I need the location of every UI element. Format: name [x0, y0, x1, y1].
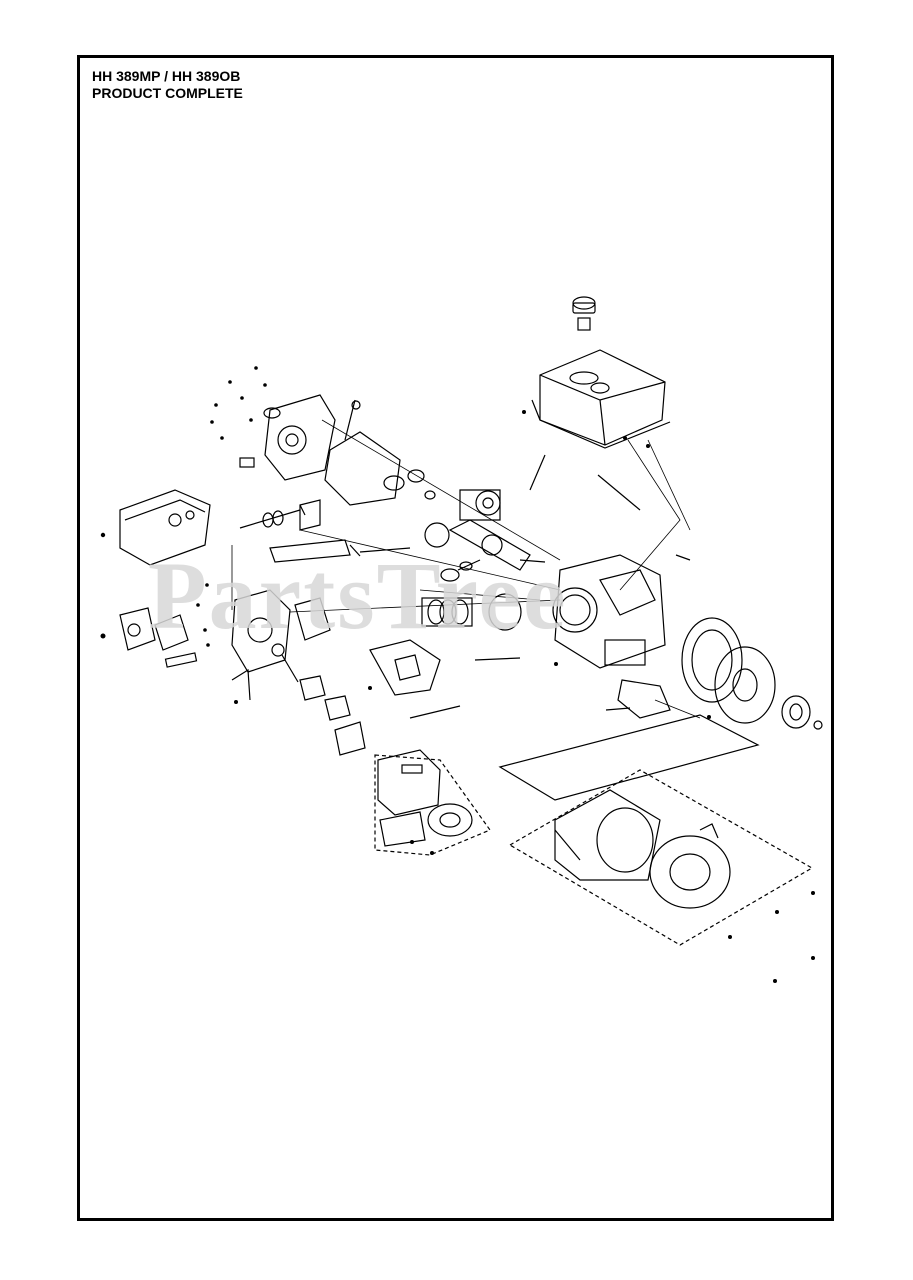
bolts	[100, 366, 815, 983]
cylinder-head	[231, 589, 291, 673]
fan-housing	[554, 789, 661, 881]
head-gasket	[294, 597, 331, 641]
diagram-title: HH 389MP / HH 389OB PRODUCT COMPLETE	[92, 68, 243, 102]
air-filter	[374, 749, 491, 856]
carburetor	[369, 639, 521, 719]
fuel-cap	[572, 296, 596, 331]
leader-lines	[231, 419, 701, 719]
rocker-cover	[119, 607, 198, 668]
bearings	[383, 469, 436, 500]
ignition-coil	[605, 679, 671, 719]
crankcase-cover	[239, 394, 336, 481]
valve-cover	[119, 489, 211, 566]
engine-block	[552, 554, 666, 669]
crankshaft	[424, 519, 546, 571]
flywheel	[681, 617, 776, 724]
piston-rings	[421, 593, 522, 631]
section-name: PRODUCT COMPLETE	[92, 85, 243, 101]
intake-spacers	[299, 675, 366, 756]
diagram-frame: HH 389MP / HH 389OB PRODUCT COMPLETE	[77, 55, 834, 1221]
connecting-rod	[440, 559, 481, 582]
gasket	[324, 431, 401, 506]
linkage-parts	[231, 399, 691, 701]
fan-housing-group	[498, 714, 814, 946]
fuel-tank	[531, 349, 671, 449]
model-numbers: HH 389MP / HH 389OB	[92, 68, 241, 84]
recoil-starter	[649, 823, 731, 909]
camshaft-gear	[459, 489, 501, 521]
starter-cup	[781, 695, 823, 730]
valve-train	[239, 499, 411, 563]
